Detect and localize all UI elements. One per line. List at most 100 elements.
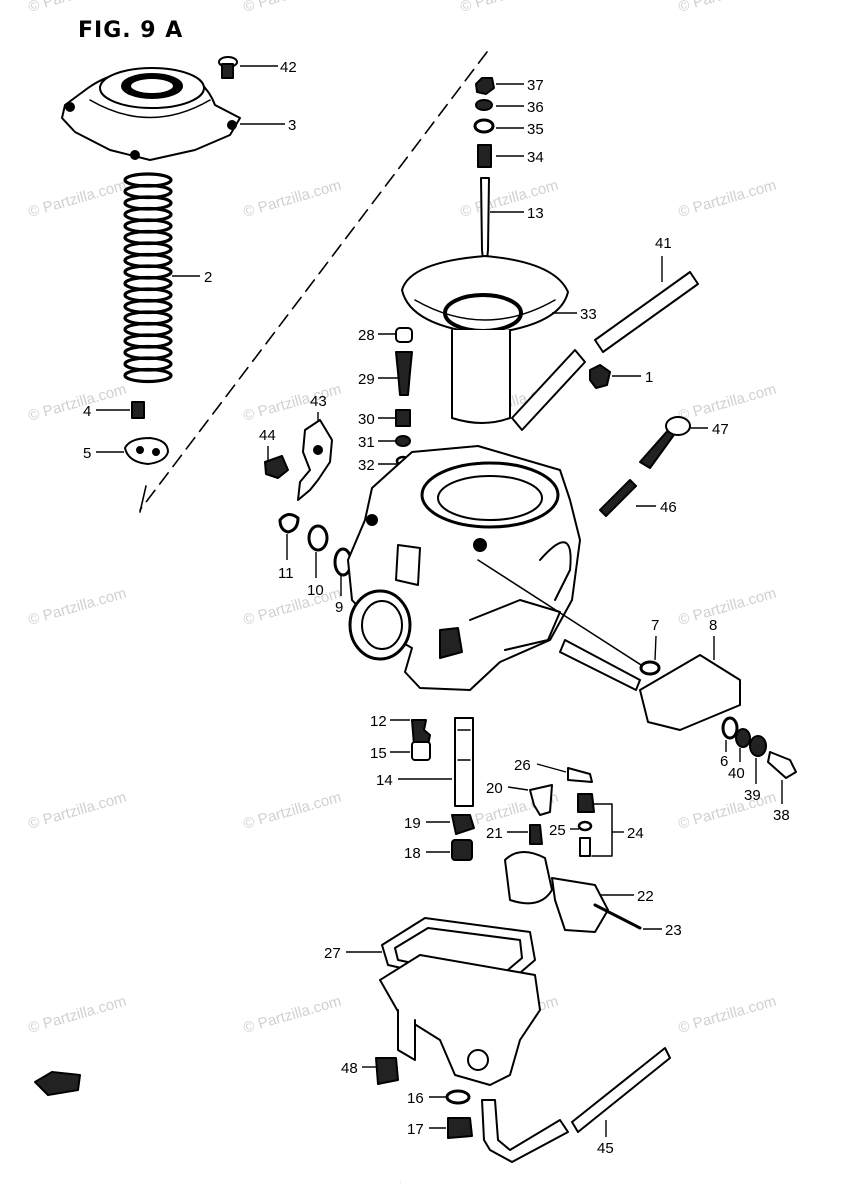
part-43-callout[interactable]: 43	[310, 393, 327, 410]
washer-6-drawing	[721, 716, 739, 740]
part-13-callout[interactable]: 13	[527, 205, 544, 222]
part-33-callout[interactable]: 33	[580, 306, 597, 323]
choke-shaft-drawing	[559, 639, 641, 691]
part-30-callout[interactable]: 30	[358, 411, 375, 428]
watermark-text: © Partzilla.com	[676, 177, 778, 221]
part-19-callout[interactable]: 19	[404, 815, 421, 832]
part-38-callout[interactable]: 38	[773, 807, 790, 824]
needle-jet-14-drawing	[454, 717, 474, 807]
throttle-stop-screw-drawing	[639, 416, 691, 469]
assembly-guide-line	[139, 51, 488, 511]
spring-46-drawing	[599, 479, 637, 517]
plate-5-drawing	[124, 437, 169, 465]
screw-4-drawing	[131, 401, 145, 419]
part-32-callout[interactable]: 32	[358, 457, 375, 474]
part-3-callout[interactable]: 3	[288, 117, 296, 134]
watermark-text: © Partzilla.com	[676, 585, 778, 629]
part-39-callout[interactable]: 39	[744, 787, 761, 804]
part-25-callout[interactable]: 25	[549, 822, 566, 839]
float-22-drawing	[504, 851, 609, 933]
part-17-callout[interactable]: 17	[407, 1121, 424, 1138]
washer-40-drawing	[735, 728, 751, 748]
drain-hose-45-drawing	[481, 1099, 569, 1163]
part-5-callout[interactable]: 5	[83, 445, 91, 462]
leader-lines	[96, 65, 783, 1137]
watermark-text: © Partzilla.com	[241, 177, 343, 221]
part-14-callout[interactable]: 14	[376, 772, 393, 789]
spring-coil	[123, 367, 173, 384]
part-48-callout[interactable]: 48	[341, 1060, 358, 1077]
part-34-callout[interactable]: 34	[527, 149, 544, 166]
part-37-callout[interactable]: 37	[527, 77, 544, 94]
part-20-callout[interactable]: 20	[486, 780, 503, 797]
needle-clip-parts-drawing	[473, 77, 495, 168]
watermark-text: © Partzilla.com	[676, 0, 778, 16]
footer-caption: .	[400, 1179, 401, 1185]
part-40-callout[interactable]: 40	[728, 765, 745, 782]
watermark-text: © Partzilla.com	[458, 0, 560, 16]
part-9-callout[interactable]: 9	[335, 599, 343, 616]
part-12-callout[interactable]: 12	[370, 713, 387, 730]
watermark-text: © Partzilla.com	[241, 585, 343, 629]
part-47-callout[interactable]: 47	[712, 421, 729, 438]
washer-16-drawing	[445, 1089, 471, 1105]
part-10-callout[interactable]: 10	[307, 582, 324, 599]
figure-title: FIG. 9 A	[78, 18, 184, 43]
part-11-callout[interactable]: 11	[278, 565, 294, 582]
part-4-callout[interactable]: 4	[83, 403, 91, 420]
part-2-callout[interactable]: 2	[204, 269, 212, 286]
part-21-callout[interactable]: 21	[486, 825, 503, 842]
part-46-callout[interactable]: 46	[660, 499, 677, 516]
choke-lever-drawing	[639, 654, 741, 731]
part-8-callout[interactable]: 8	[709, 617, 717, 634]
washer-7-drawing	[639, 660, 661, 676]
drain-hose-45-tube	[571, 1047, 671, 1133]
float-bowl-drawing	[379, 917, 541, 1086]
part-26-drawing	[567, 767, 593, 783]
part-26-leader	[536, 763, 567, 773]
watermark-text: © Partzilla.com	[676, 381, 778, 425]
part-18-callout[interactable]: 18	[404, 845, 421, 862]
part-41-callout[interactable]: 41	[655, 235, 672, 252]
part-16-callout[interactable]: 16	[407, 1090, 424, 1107]
watermark-text: © Partzilla.com	[26, 789, 128, 833]
main-jet-19-drawing	[451, 814, 475, 835]
part-26-callout[interactable]: 26	[514, 757, 531, 774]
watermark-text: © Partzilla.com	[241, 381, 343, 425]
part-44-callout[interactable]: 44	[259, 427, 276, 444]
watermark-text: © Partzilla.com	[241, 789, 343, 833]
diaphragm-piston-drawing	[401, 255, 569, 424]
front-arrow-icon	[34, 1071, 81, 1096]
part-31-callout[interactable]: 31	[358, 434, 375, 451]
part-22-callout[interactable]: 22	[637, 888, 654, 905]
watermark-text: © Partzilla.com	[241, 993, 343, 1037]
watermark-text: © Partzilla.com	[26, 993, 128, 1037]
part-29-callout[interactable]: 29	[358, 371, 375, 388]
part-45-callout[interactable]: 45	[597, 1140, 614, 1157]
watermark-text: © Partzilla.com	[241, 0, 343, 16]
part-7-leader	[654, 635, 657, 661]
jet-holder-18-drawing	[451, 839, 473, 861]
part-27-callout[interactable]: 27	[324, 945, 341, 962]
part-7-callout[interactable]: 7	[651, 617, 659, 634]
part-23-callout[interactable]: 23	[665, 922, 682, 939]
part-6-callout[interactable]: 6	[720, 753, 728, 770]
part-24-callout[interactable]: 24	[627, 825, 644, 842]
float-valve-seat-drawing	[577, 793, 595, 813]
part-1-callout[interactable]: 1	[645, 369, 653, 386]
part-36-callout[interactable]: 36	[527, 99, 544, 116]
float-pin-23-drawing	[593, 903, 642, 930]
carburetor-body-drawing	[347, 445, 581, 691]
choke-shaft-guide-line	[477, 559, 653, 673]
part-28-callout[interactable]: 28	[358, 327, 375, 344]
watermark-text: © Partzilla.com	[26, 381, 128, 425]
part-42-callout[interactable]: 42	[280, 59, 297, 76]
screw-1-drawing	[589, 364, 611, 389]
part-15-callout[interactable]: 15	[370, 745, 387, 762]
pilot-jet-20-drawing	[529, 784, 553, 816]
plug-17-drawing	[447, 1117, 473, 1139]
part-20-leader	[507, 786, 529, 791]
part-35-callout[interactable]: 35	[527, 121, 544, 138]
spring-drawing	[123, 172, 173, 384]
